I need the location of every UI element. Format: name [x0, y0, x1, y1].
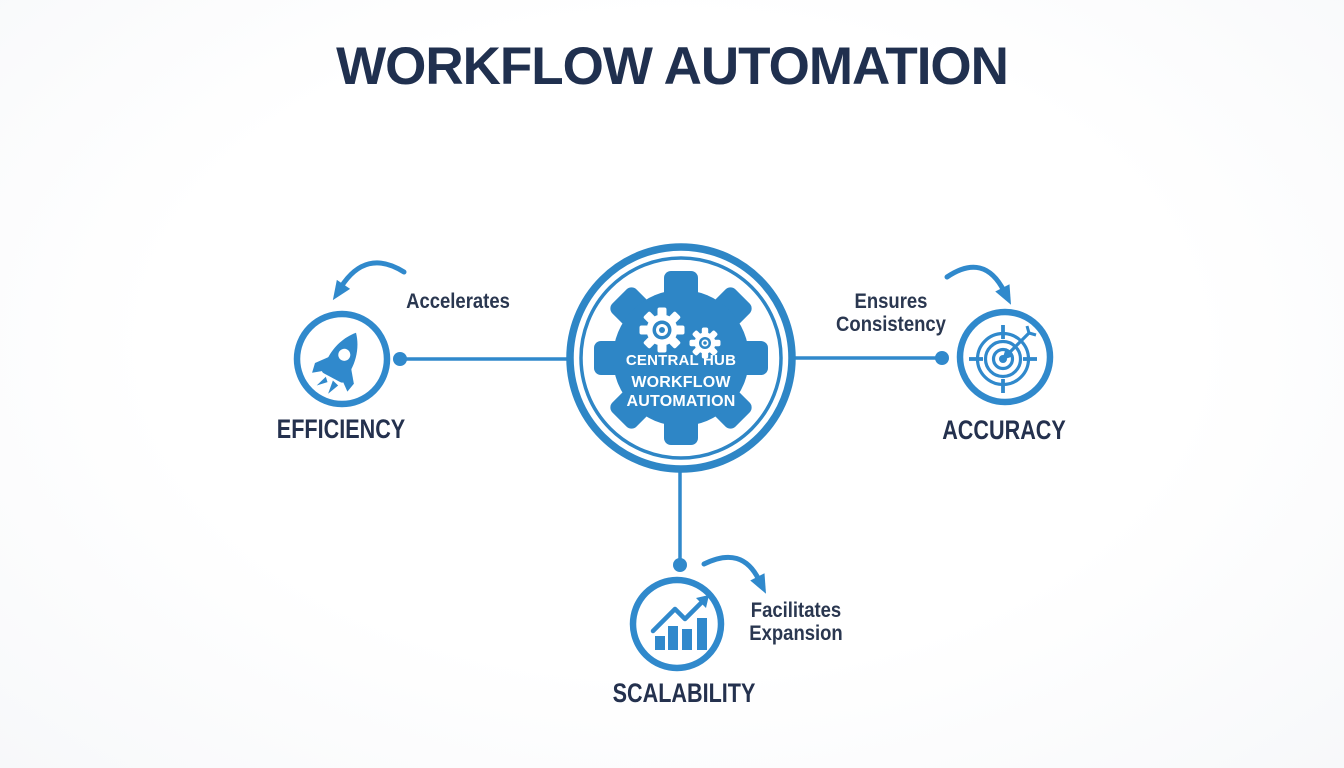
node-accuracy	[956, 308, 1054, 406]
hub-label: CENTRAL HUB WORKFLOW AUTOMATION	[561, 353, 801, 411]
annotation-accelerates: Accelerates	[406, 290, 510, 313]
curved-arrow-facilitates	[701, 554, 766, 594]
connector-dot	[673, 558, 687, 572]
curved-arrow-accelerates	[332, 260, 407, 301]
bar-chart-icon	[650, 595, 709, 650]
page-title: WORKFLOW AUTOMATION	[336, 37, 1009, 96]
hub-label-line2: WORKFLOW	[631, 374, 731, 391]
hub-label-line1: CENTRAL HUB	[625, 352, 737, 369]
node-label-scalability: SCALABILITY	[612, 678, 756, 708]
node-scalability	[629, 576, 725, 672]
node-label-accuracy: ACCURACY	[942, 415, 1066, 445]
central-hub	[566, 243, 796, 473]
hub-label-line3: AUTOMATION	[626, 393, 736, 410]
gears-icon	[639, 307, 721, 359]
node-label-efficiency: EFFICIENCY	[276, 414, 406, 444]
rocket-icon	[312, 332, 358, 394]
curved-arrow-ensures	[944, 264, 1011, 305]
connector-dot	[935, 351, 949, 365]
annotation-facilitates-expansion: Facilitates Expansion	[749, 599, 843, 645]
connector-bottom	[673, 468, 687, 572]
node-efficiency	[293, 310, 391, 408]
connector-left	[393, 352, 571, 366]
target-icon	[969, 325, 1037, 393]
connector-right	[792, 351, 949, 365]
connector-dot	[393, 352, 407, 366]
annotation-ensures-consistency: Ensures Consistency	[836, 290, 946, 336]
